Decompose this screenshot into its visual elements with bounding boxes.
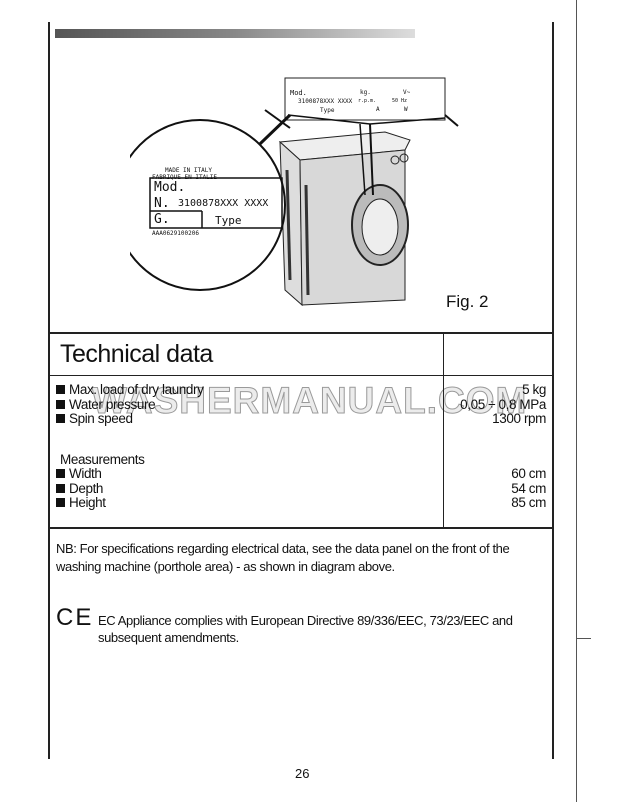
measurement-values: 60 cm 54 cm 85 cm — [446, 466, 546, 511]
watermark: WASHERMANUAL.COM — [91, 380, 528, 422]
plate-small-serial: 3100878XXX XXXX — [298, 98, 353, 105]
table-header-line — [48, 375, 554, 376]
right-margin-line — [576, 0, 577, 802]
spec-item: Max. load of dry laundry — [56, 382, 204, 398]
electrical-note: NB: For specifications regarding electri… — [56, 541, 510, 574]
magnified-plate-circle — [130, 119, 286, 291]
page-number: 26 — [295, 766, 310, 781]
measurement-list: Width Depth Height — [56, 466, 106, 511]
measurements-title: Measurements — [60, 452, 145, 467]
bullet-square-icon — [56, 385, 65, 394]
bullet-square-icon — [56, 469, 65, 478]
table-top-line — [48, 332, 554, 334]
bullet-square-icon — [56, 498, 65, 507]
plate-small-a: A — [376, 106, 380, 113]
spec-value: 1300 rpm — [492, 411, 546, 426]
bullet-square-icon — [56, 399, 65, 409]
spec-values: 5 kg 0,05 ÷ 0,8 MPa 1300 rpm — [446, 382, 546, 427]
spec-item: Spin speed — [56, 411, 203, 427]
plate-mod: Mod. — [154, 180, 186, 195]
table-bottom-line — [48, 527, 554, 529]
content-right-border — [552, 22, 554, 759]
measurement-item: Depth — [56, 481, 106, 497]
measurement-item: Width — [56, 466, 106, 482]
spec-list: Max. load of dry laundry Water pressure … — [56, 382, 204, 427]
rating-plate-detail — [284, 77, 446, 121]
measurement-value: 60 cm — [511, 466, 546, 481]
bullet-square-icon — [56, 414, 65, 423]
plate-code: AAA0629100206 — [152, 230, 199, 237]
plate-small-kg: kg. — [360, 89, 371, 96]
spec-value: 5 kg — [522, 382, 546, 397]
spec-item: Water pressure — [56, 397, 203, 413]
plate-small-w: W — [404, 106, 408, 113]
plate-small-rpm: r.p.m. — [358, 98, 377, 104]
plate-fabrique: FABRIQUE EN ITALIE — [152, 174, 218, 181]
ce-mark-icon: CE — [56, 604, 94, 631]
plate-serial-label: N. — [154, 196, 170, 211]
measurement-item: Height — [56, 495, 106, 511]
header-stripe — [55, 29, 415, 38]
left-border — [48, 22, 50, 759]
plate-small-mod: Mod. — [290, 89, 307, 97]
washing-machine-figure — [130, 77, 459, 307]
plate-serial-value: 3100878XXX XXXX — [178, 198, 269, 209]
ce-text-line2: subsequent amendments. — [98, 630, 239, 645]
plate-small-hz: 50 Hz — [392, 98, 408, 104]
right-margin-tick — [577, 638, 591, 639]
plate-small-v: V~ — [403, 89, 411, 96]
spec-value: 0,05 ÷ 0,8 MPa — [460, 396, 546, 412]
ce-text-line1: EC Appliance complies with European Dire… — [98, 613, 513, 628]
measurement-value: 54 cm — [511, 480, 546, 496]
section-title: Technical data — [60, 340, 213, 368]
measurement-value: 85 cm — [511, 495, 546, 510]
plate-small-type: Type — [320, 107, 335, 114]
bullet-square-icon — [56, 483, 65, 493]
plate-made-in: MADE IN ITALY — [165, 167, 212, 174]
table-column-divider — [443, 332, 444, 528]
plate-g: G. — [154, 212, 170, 227]
plate-type: Type — [215, 214, 242, 227]
figure-caption: Fig. 2 — [446, 292, 489, 311]
